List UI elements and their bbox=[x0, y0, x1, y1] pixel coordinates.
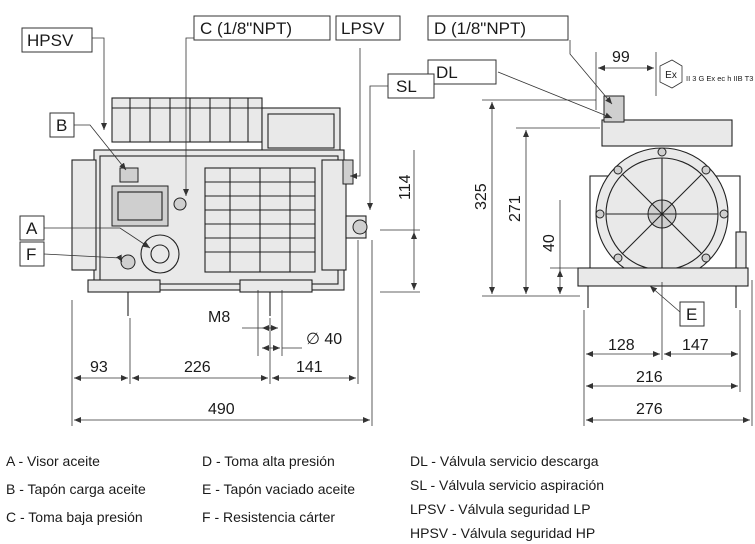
callout-d: D (1/8"NPT) bbox=[434, 19, 526, 38]
legend-item-b: B - Tapón carga aceite bbox=[6, 481, 146, 497]
callout-dl: DL bbox=[436, 63, 458, 82]
dim-147: 147 bbox=[682, 337, 709, 354]
legend-item-sl: SL - Válvula servicio aspiración bbox=[410, 477, 604, 493]
callout-leaders bbox=[43, 37, 681, 313]
legend-item-dl: DL - Válvula servicio descarga bbox=[410, 453, 599, 469]
dim-114: 114 bbox=[397, 174, 414, 200]
legend-item-lpsv: LPSV - Válvula seguridad LP bbox=[410, 501, 591, 517]
callout-sl: SL bbox=[396, 77, 417, 96]
callout-labels: HPSV C (1/8"NPT) LPSV D (1/8"NPT) DL SL … bbox=[26, 19, 697, 324]
dim-276: 276 bbox=[636, 401, 663, 418]
callout-lpsv: LPSV bbox=[341, 19, 385, 38]
dim-40-vertical: 40 bbox=[541, 234, 558, 252]
legend-item-c: C - Toma baja presión bbox=[6, 509, 143, 525]
dim-271: 271 bbox=[507, 195, 524, 222]
dim-226: 226 bbox=[184, 359, 211, 376]
end-view bbox=[577, 95, 749, 308]
ex-certification-mark: Ex II 3 G Ex ec h IIB T3 Gc X bbox=[659, 59, 755, 89]
certification-text: II 3 G Ex ec h IIB T3 Gc X bbox=[686, 74, 755, 83]
dim-diameter-40: ∅ 40 bbox=[306, 331, 342, 348]
callout-e: E bbox=[686, 305, 697, 324]
legend-item-f: F - Resistencia cárter bbox=[202, 509, 335, 525]
dim-m8: M8 bbox=[208, 309, 230, 326]
legend-item-d: D - Toma alta presión bbox=[202, 453, 335, 469]
dimension-lines bbox=[71, 52, 753, 426]
ex-symbol-text: Ex bbox=[665, 70, 677, 81]
legend: A - Visor aceite B - Tapón carga aceite … bbox=[6, 453, 604, 541]
callout-c: C (1/8"NPT) bbox=[200, 19, 292, 38]
side-view bbox=[71, 97, 368, 316]
callout-boxes bbox=[19, 15, 705, 327]
legend-item-a: A - Visor aceite bbox=[6, 453, 100, 469]
dim-490: 490 bbox=[208, 401, 235, 418]
dim-93: 93 bbox=[90, 359, 108, 376]
legend-item-hpsv: HPSV - Válvula seguridad HP bbox=[410, 525, 595, 541]
callout-hpsv: HPSV bbox=[27, 31, 74, 50]
callout-f: F bbox=[26, 245, 36, 264]
callout-b: B bbox=[56, 116, 67, 135]
dim-99: 99 bbox=[612, 49, 630, 66]
callout-a: A bbox=[26, 219, 38, 238]
dim-325: 325 bbox=[473, 183, 490, 210]
dim-216: 216 bbox=[636, 369, 663, 386]
dim-128: 128 bbox=[608, 337, 635, 354]
dim-141: 141 bbox=[296, 359, 323, 376]
dimension-labels: 99 114 325 271 40 M8 ∅ 40 93 226 141 490… bbox=[90, 49, 709, 418]
legend-item-e: E - Tapón vaciado aceite bbox=[202, 481, 355, 497]
